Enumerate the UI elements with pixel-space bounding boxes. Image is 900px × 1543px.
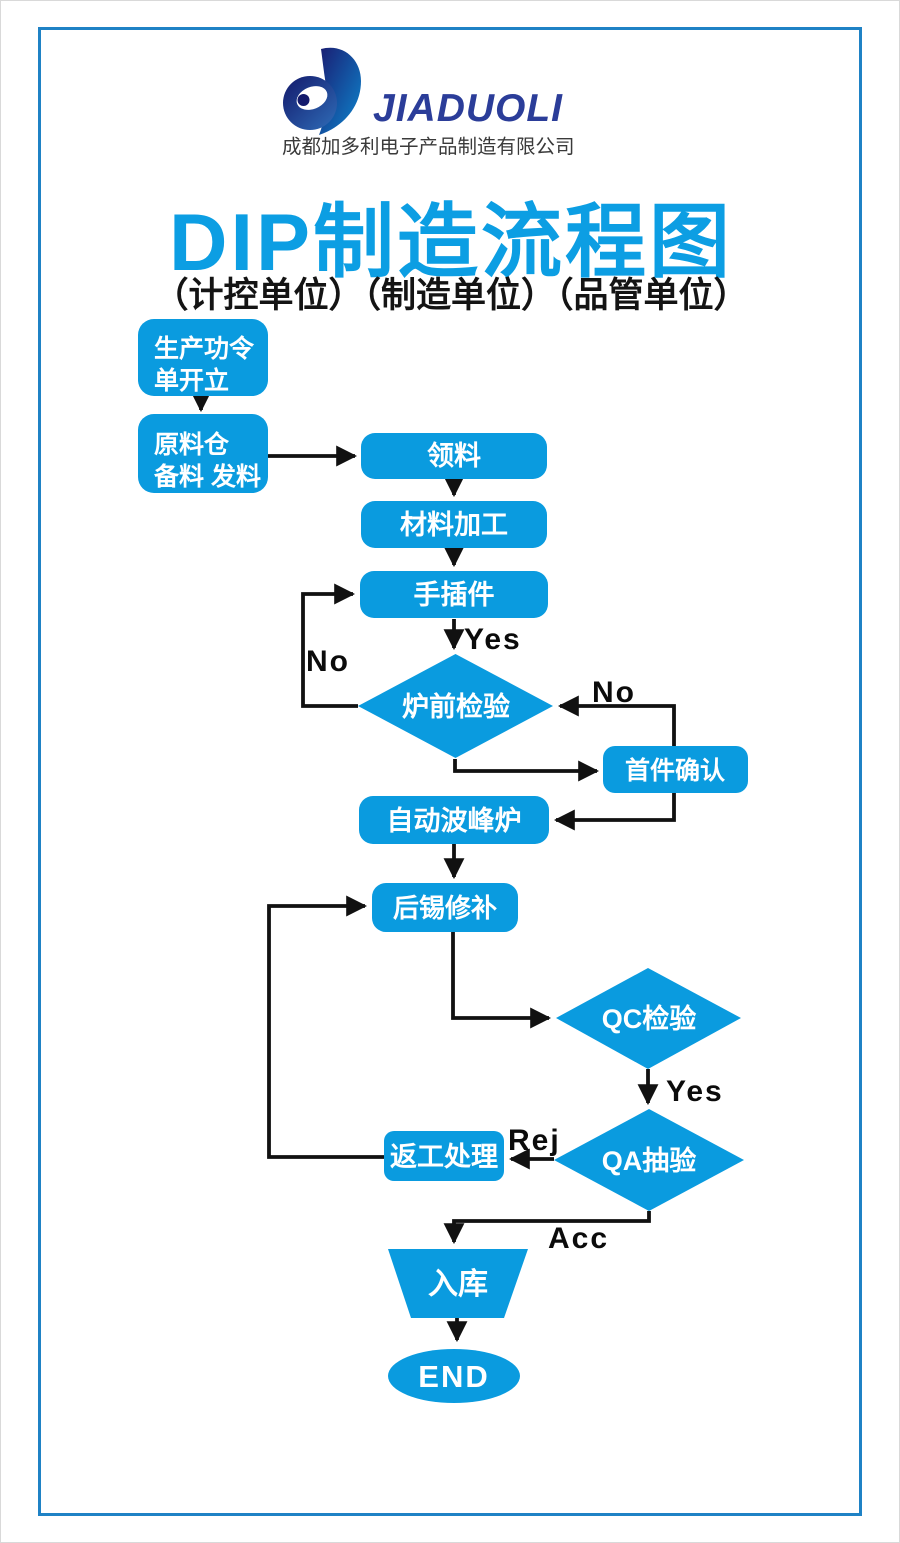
arrow-rework-loop-to-touch-up: [267, 895, 384, 1159]
node-label: 材料加工: [400, 510, 508, 540]
process-box: [360, 571, 548, 618]
decision-diamond: [556, 968, 741, 1069]
node-qc-inspection: QC检验: [556, 968, 741, 1069]
jiaduoli-logo-icon: [283, 47, 361, 135]
node-label: 领料: [427, 441, 481, 471]
process-box: [359, 796, 549, 844]
process-box: [384, 1131, 504, 1181]
arrow-first-article-to-wave-solder: [553, 793, 676, 831]
edge-label-acc: Acc: [548, 1222, 609, 1255]
process-box: [372, 883, 518, 932]
logo-swirl-dot: [297, 94, 310, 106]
node-label-line2: 单开立: [154, 366, 229, 395]
edge-label-yes-2: Yes: [666, 1075, 724, 1108]
node-label-line1: 原料仓: [154, 430, 230, 459]
node-pre-oven-inspection: 炉前检验: [358, 654, 553, 758]
page-subtitle: （计控单位）（制造单位）（品管单位）: [153, 276, 749, 315]
edge-label-rej: Rej: [508, 1124, 561, 1157]
process-box: [603, 746, 748, 793]
node-label: 首件确认: [625, 756, 725, 785]
process-box: [138, 319, 268, 396]
node-raw-material-warehouse: 原料仓 备料 发料: [138, 414, 268, 493]
edge-label-yes-1: Yes: [464, 623, 522, 656]
node-first-article-confirmation: 首件确认: [603, 746, 748, 793]
node-label: 自动波峰炉: [387, 805, 522, 836]
arrow-first-article-no-back-to-pre-oven: [557, 695, 676, 746]
trapezoid-shape: [388, 1249, 528, 1318]
node-qa-sampling: QA抽验: [554, 1109, 744, 1211]
node-hand-insertion: 手插件: [360, 571, 548, 618]
arrow-pre-oven-no-loop-to-hand-insertion: [301, 583, 358, 708]
node-post-solder-touch-up: 后锡修补: [372, 883, 518, 932]
node-auto-wave-solder: 自动波峰炉: [359, 796, 549, 844]
node-label: END: [418, 1359, 489, 1394]
arrow-qa-acc-to-warehousing: [443, 1211, 651, 1245]
edge-label-no-2: No: [592, 676, 636, 709]
logo-wordmark: JIADUOLI: [373, 87, 564, 130]
node-material-processing: 材料加工: [361, 501, 547, 548]
arrow-pre-oven-to-first-article: [453, 759, 600, 782]
node-label: 入库: [428, 1268, 488, 1301]
node-warehousing: 入库: [388, 1249, 528, 1318]
process-box: [138, 414, 268, 493]
decision-diamond: [358, 654, 553, 758]
node-label: QA抽验: [602, 1145, 697, 1176]
node-rework-handling: 返工处理: [384, 1131, 504, 1181]
process-box: [361, 433, 547, 479]
node-label: 返工处理: [390, 1142, 498, 1172]
node-production-order: 生产功令 单开立: [138, 319, 268, 396]
border-frame: [38, 27, 862, 1516]
node-label: QC检验: [602, 1003, 697, 1034]
process-box: [361, 501, 547, 548]
node-pick-material: 领料: [361, 433, 547, 479]
terminator-ellipse: [388, 1349, 520, 1403]
company-name: 成都加多利电子产品制造有限公司: [282, 136, 575, 158]
decision-diamond: [554, 1109, 744, 1211]
arrow-touch-up-to-qc: [451, 932, 552, 1029]
node-label: 手插件: [414, 580, 495, 610]
node-label-line2: 备料 发料: [153, 462, 261, 491]
page-title: DIP制造流程图: [168, 198, 734, 288]
node-end: END: [388, 1349, 520, 1403]
node-label: 后锡修补: [393, 893, 497, 923]
node-label: 炉前检验: [402, 691, 510, 722]
edge-label-no-1: No: [306, 645, 350, 678]
node-label-line1: 生产功令: [154, 334, 255, 363]
